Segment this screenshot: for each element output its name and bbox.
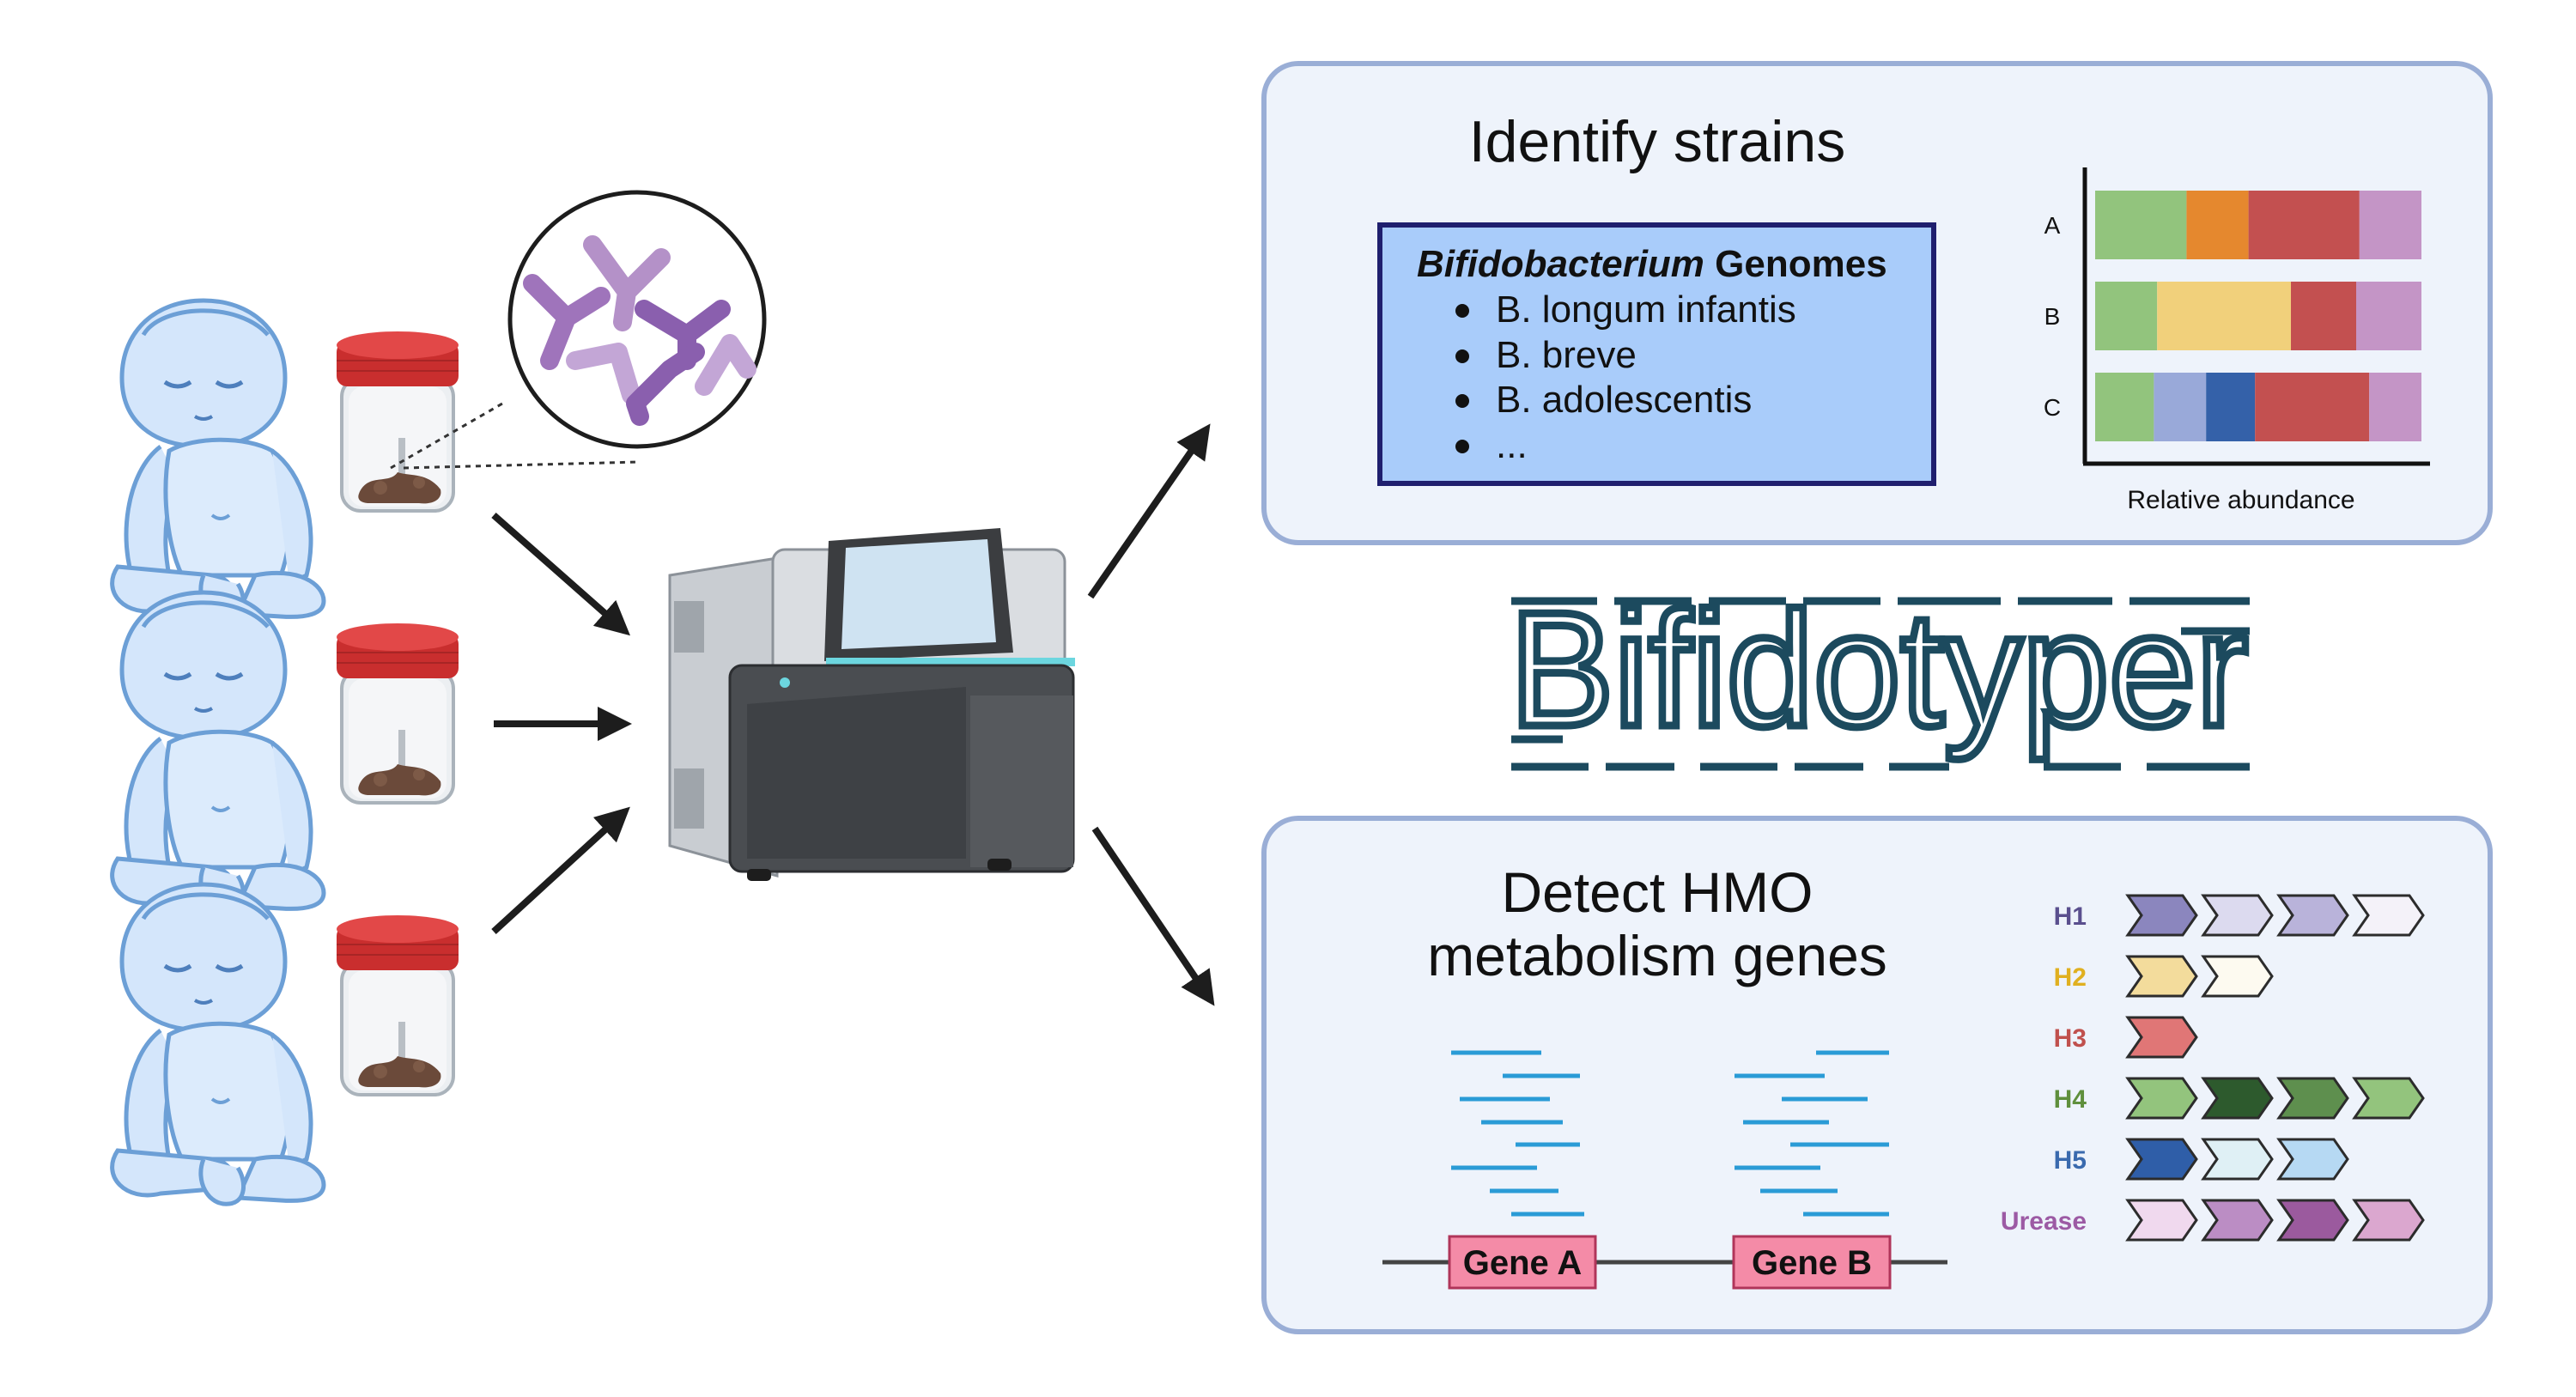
strains-panel-title: Identify strains (1469, 109, 1845, 174)
abundance-bar-segment (2359, 191, 2421, 259)
gene-arrow (2352, 1077, 2425, 1120)
abundance-row-label: C (2044, 394, 2061, 421)
gene-cluster-label: H3 (2054, 1024, 2087, 1053)
genomes-bullet-list: B. longum infantis B. breve B. adolescen… (1455, 289, 1796, 466)
abundance-bar-segment (2154, 373, 2207, 441)
hmo-panel-title-line1: Detect HMO (1501, 860, 1813, 924)
abundance-bar-segment (2356, 282, 2421, 350)
gene-arrow (2352, 1199, 2425, 1242)
genome-bullet: B. adolescentis (1496, 379, 1752, 421)
gene-arrow (2352, 894, 2425, 937)
gene-b-label: Gene B (1752, 1244, 1872, 1282)
abundance-bar-segment (2255, 373, 2370, 441)
genomes-box-heading: Bifidobacterium Genomes (1417, 243, 1887, 285)
gene-arrow (2125, 1199, 2198, 1242)
flow-arrow-icon (491, 423, 1215, 1006)
hmo-panel-title-line2: metabolism genes (1427, 924, 1887, 987)
sequencing-reads (1451, 1050, 1889, 1217)
bacteria-magnified-icon (390, 190, 767, 470)
gene-cluster-label: H4 (2054, 1085, 2087, 1114)
gene-arrow (2125, 1138, 2198, 1181)
genome-bullet: B. longum infantis (1496, 289, 1796, 331)
abundance-bar-segment (2186, 191, 2249, 259)
abundance-bar-segment (2157, 282, 2291, 350)
tool-name: Bifidotyper (1510, 579, 2248, 761)
gene-cluster-label: Urease (2001, 1207, 2087, 1236)
abundance-bar-segment (2206, 373, 2256, 441)
infant-icon (112, 592, 324, 912)
gene-arrow (2125, 894, 2198, 937)
infant-icon (112, 884, 324, 1204)
genus-name: Bifidobacterium (1417, 243, 1704, 285)
gene-arrow (2201, 894, 2274, 937)
gene-arrow (2276, 1138, 2349, 1181)
abundance-bar-segment (2095, 191, 2187, 259)
abundance-bar-segment (2095, 282, 2158, 350)
gene-cluster-label: H1 (2054, 902, 2087, 931)
abundance-x-label: Relative abundance (2127, 486, 2354, 514)
gene-arrow (2201, 1138, 2274, 1181)
gene-arrow (2125, 1077, 2198, 1120)
genome-bullet: ... (1496, 424, 1528, 466)
gene-arrow (2125, 1016, 2198, 1059)
gene-arrow (2276, 894, 2349, 937)
gene-arrow (2201, 955, 2274, 998)
genomes-label: Genomes (1704, 243, 1887, 285)
stool-sample-jar-icon (337, 331, 459, 511)
abundance-bar-segment (2248, 191, 2360, 259)
abundance-bar-segment (2291, 282, 2356, 350)
gene-arrow (2201, 1199, 2274, 1242)
sequencer-icon (668, 528, 1075, 881)
gene-arrow (2276, 1199, 2349, 1242)
abundance-row-label: A (2044, 212, 2061, 239)
gene-a-box (1448, 1235, 1597, 1290)
stool-sample-jar-icon (337, 915, 459, 1095)
genomes-box (1377, 222, 1936, 486)
abundance-row-label: B (2044, 303, 2061, 330)
strains-panel: Identify strains Bifidobacterium Genomes… (1261, 61, 2493, 545)
gene-cluster-label: H5 (2054, 1146, 2087, 1175)
abundance-chart: A B C Relative abundance (2044, 167, 2430, 514)
gene-cluster-label: H2 (2054, 963, 2087, 992)
bifidotyper-logo: Bifidotyper (1506, 575, 2252, 771)
gene-a-label: Gene A (1463, 1244, 1583, 1282)
hmo-panel: Detect HMO metabolism genes Gene A Gene … (1261, 816, 2493, 1334)
abundance-bar-segment (2369, 373, 2421, 441)
gene-arrow (2276, 1077, 2349, 1120)
infant-icon (112, 301, 324, 620)
abundance-bar-segment (2095, 373, 2154, 441)
gene-arrow (2201, 1077, 2274, 1120)
gene-b-box (1732, 1235, 1892, 1290)
gene-arrow (2125, 955, 2198, 998)
stool-sample-jar-icon (337, 623, 459, 803)
genome-bullet: B. breve (1496, 334, 1637, 376)
